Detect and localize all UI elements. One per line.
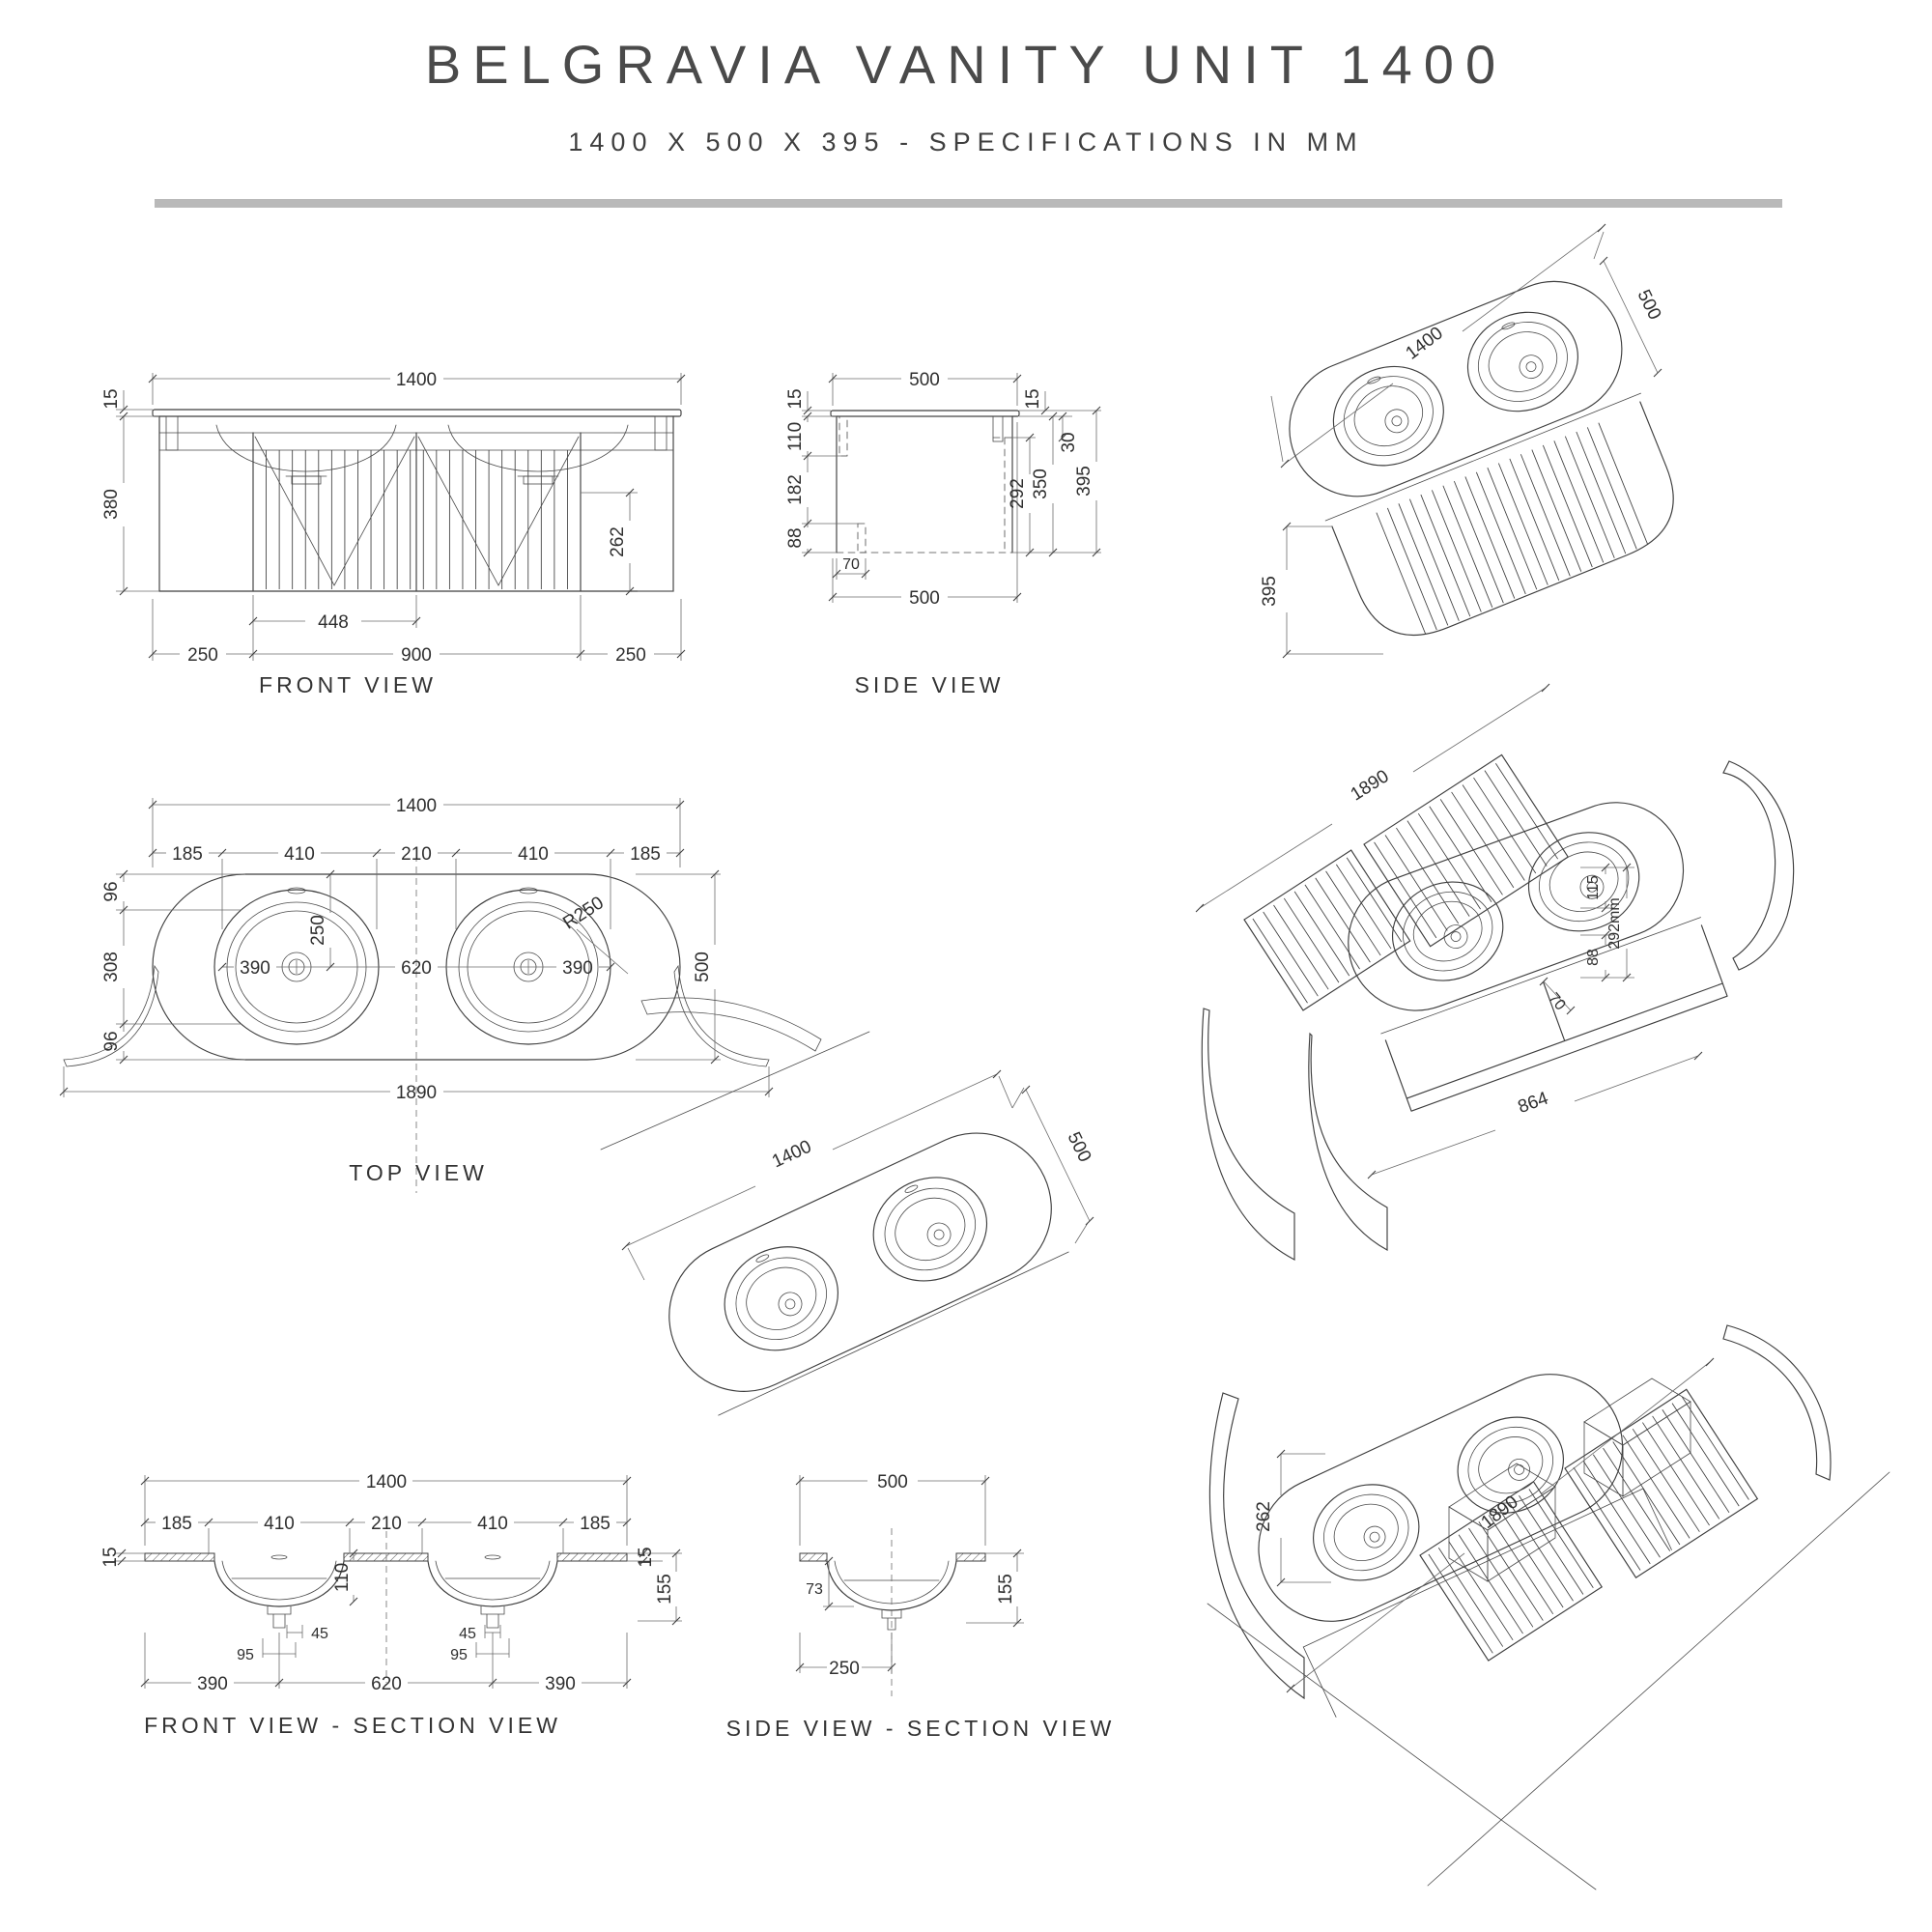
- dim-iso-exploded-292: 292mm: [1606, 897, 1623, 949]
- side-section-caption: SIDE VIEW - SECTION VIEW: [726, 1716, 1116, 1741]
- fluting: [1376, 422, 1649, 635]
- dim-iso-open-height: 262: [1254, 1501, 1274, 1532]
- dim-iso-exploded-overall: 1890: [1348, 766, 1393, 805]
- dim-top-96t: 96: [101, 881, 122, 901]
- wall-panel-large: [1363, 753, 1569, 948]
- dim-iso-basin-depth: 500: [1064, 1129, 1095, 1166]
- dim-side-350: 350: [1031, 469, 1051, 499]
- dim-iso-exploded-70: 70: [1545, 990, 1569, 1014]
- side-view-caption: SIDE VIEW: [855, 672, 1005, 697]
- dim-top-308: 308: [101, 952, 122, 982]
- dim-ss-250: 250: [829, 1659, 860, 1679]
- dim-top-620: 620: [401, 958, 432, 979]
- dim-fs-185l: 185: [161, 1514, 192, 1534]
- dim-top-185l: 185: [172, 844, 203, 865]
- dim-top-410r: 410: [518, 844, 549, 865]
- dim-side-70: 70: [842, 556, 860, 573]
- dim-side-30: 30: [1059, 432, 1079, 452]
- dim-side-292: 292: [1008, 478, 1028, 509]
- dim-fs-390r: 390: [545, 1674, 576, 1694]
- dim-fs-210: 210: [371, 1514, 402, 1534]
- dim-fs-95l: 95: [237, 1647, 254, 1663]
- page-title: BELGRAVIA VANITY UNIT 1400: [424, 34, 1508, 95]
- dim-front-right: 250: [615, 645, 646, 666]
- drawer-front-right: [1564, 1388, 1759, 1579]
- dim-side-88: 88: [785, 527, 806, 548]
- dim-side-395: 395: [1074, 466, 1094, 497]
- dim-front-height: 380: [101, 489, 122, 520]
- dim-side-110: 110: [785, 422, 806, 451]
- dim-iso-exploded-115: 115: [1585, 875, 1602, 900]
- wall-panel-small: [1243, 849, 1411, 1011]
- dim-top-depth: 500: [693, 952, 713, 982]
- dim-fs-15r: 15: [636, 1547, 656, 1567]
- dim-fs-185r: 185: [580, 1514, 611, 1534]
- dim-ss-155: 155: [996, 1574, 1016, 1605]
- dim-iso-main-depth: 500: [1634, 287, 1665, 324]
- dim-top-96b: 96: [101, 1031, 122, 1051]
- dim-top-250: 250: [308, 915, 328, 946]
- dim-top-390r: 390: [562, 958, 593, 979]
- dim-iso-main-height: 395: [1260, 576, 1280, 607]
- dim-top-210: 210: [401, 844, 432, 865]
- top-view-caption: TOP VIEW: [349, 1160, 488, 1185]
- dim-front-drawer: 448: [318, 612, 349, 633]
- dim-iso-main-length: 1400: [1402, 323, 1446, 363]
- top-view: 1400 185 410 210 410 185 96 308 96 390 6…: [59, 796, 774, 1193]
- front-section-caption: FRONT VIEW - SECTION VIEW: [144, 1713, 561, 1738]
- dim-top-185r: 185: [630, 844, 661, 865]
- dim-front-left: 250: [187, 645, 218, 666]
- dim-fs-620: 620: [371, 1674, 402, 1694]
- iso-main-view: 1400 500 395: [1260, 223, 1674, 659]
- dim-ss-width: 500: [877, 1472, 908, 1492]
- dim-front-top: 15: [101, 388, 122, 409]
- open-drawer-box-2: [1583, 1378, 1691, 1497]
- front-view: 1400 15 380 262 448 250 900 250 FRONT VI…: [101, 370, 686, 697]
- drawer-front-left: [1419, 1480, 1604, 1662]
- side-view: 500 15 110 182 88 70 500 15 30: [785, 370, 1101, 697]
- iso-basin-top-view: 1400 500: [621, 1069, 1095, 1416]
- dim-fs-390l: 390: [197, 1674, 228, 1694]
- dim-side-bottom-width: 500: [909, 588, 940, 609]
- dim-iso-basin-length: 1400: [769, 1137, 814, 1173]
- dim-front-width: 1400: [396, 370, 437, 390]
- dim-fs-110: 110: [332, 1563, 353, 1592]
- dim-side-182: 182: [785, 474, 806, 505]
- dim-ss-73: 73: [806, 1581, 823, 1598]
- side-section-view: 500 73 155 250 SIDE VIEW - SECTION VIEW: [726, 1472, 1116, 1741]
- dim-side-top: 15: [785, 388, 806, 409]
- dim-fs-width: 1400: [366, 1472, 407, 1492]
- dim-top-width: 1400: [396, 796, 437, 816]
- dim-fs-15l: 15: [100, 1547, 121, 1567]
- dim-fs-45r: 45: [459, 1626, 476, 1642]
- page-subtitle: 1400 X 500 X 395 - SPECIFICATIONS IN MM: [568, 128, 1364, 156]
- dim-iso-exploded-864: 864: [1516, 1088, 1551, 1118]
- dim-front-middle: 900: [401, 645, 432, 666]
- dim-iso-exploded-88: 88: [1585, 949, 1602, 966]
- dim-side-right-top: 15: [1023, 388, 1043, 409]
- dim-front-inner: 262: [608, 526, 628, 557]
- dim-fs-45l: 45: [311, 1626, 328, 1642]
- front-section-view: 1400 185 410 210 410 185 15 15 155 110 4…: [100, 1472, 682, 1738]
- fluting: [252, 450, 582, 589]
- iso-exploded-view: 1890 115 292mm 88 70 864: [600, 683, 1795, 1261]
- dim-fs-410r: 410: [477, 1514, 508, 1534]
- dim-top-390l: 390: [240, 958, 270, 979]
- dim-fs-410l: 410: [264, 1514, 295, 1534]
- open-drawer-box-1: [1448, 1463, 1556, 1582]
- divider-rule: [155, 199, 1782, 208]
- iso-open-view: 262 1890: [1207, 1324, 1890, 1890]
- dim-fs-155: 155: [655, 1574, 675, 1605]
- front-view-caption: FRONT VIEW: [259, 672, 437, 697]
- dim-top-410l: 410: [284, 844, 315, 865]
- dim-fs-95r: 95: [450, 1647, 468, 1663]
- dim-side-top-width: 500: [909, 370, 940, 390]
- dim-top-overall: 1890: [396, 1083, 437, 1103]
